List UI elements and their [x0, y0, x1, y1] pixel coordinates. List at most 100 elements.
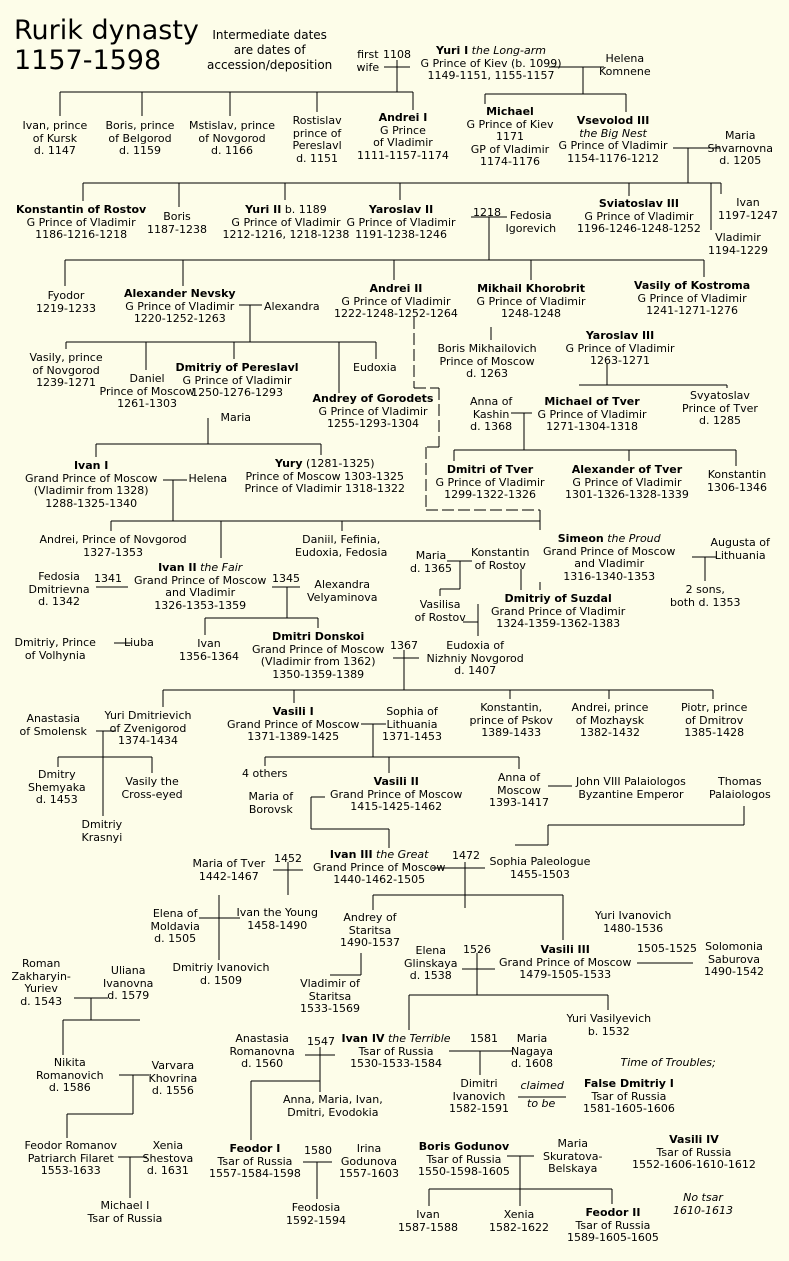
- person-anna-maria-ivan: Anna, Maria, Ivan,Dmitri, Evodokia: [283, 1093, 383, 1119]
- person-line: 1557-1584-1598: [209, 1167, 301, 1180]
- person-line: Moscow: [497, 783, 541, 797]
- person-line: Vasili IV: [669, 1133, 719, 1146]
- person-line: of Dmitrov: [685, 713, 744, 727]
- person-line: 1479-1505-1533: [519, 968, 612, 981]
- person-line: Grand Prince of Moscow: [25, 471, 158, 485]
- person-line: 4 others: [242, 767, 288, 780]
- person-line: Staritsa: [348, 923, 392, 937]
- person-line: G Prince of Vladimir: [182, 373, 292, 387]
- person-line: G Prince: [380, 123, 426, 137]
- person-line: Feodor Romanov: [24, 1139, 118, 1152]
- person-line: 1547: [307, 1035, 335, 1048]
- person-line: d. 1263: [466, 367, 509, 380]
- person-line: 1316-1340-1353: [563, 569, 656, 583]
- person-line: G Prince of Vladimir: [341, 294, 451, 308]
- person-line: Tsar of Russia: [656, 1145, 732, 1159]
- person-line: of Rostov: [414, 610, 466, 624]
- person-line: 1218: [473, 206, 501, 219]
- person-line: d. 1368: [470, 420, 513, 433]
- person-line: Piotr, prince: [681, 701, 748, 714]
- person-line: Dmitriy, Prince: [14, 636, 96, 649]
- person-line: Feodosia: [291, 1201, 341, 1214]
- person-line: Yaroslav III: [585, 329, 655, 342]
- person-line: Andrei I: [378, 111, 428, 124]
- person-line: Anastasia: [26, 712, 80, 725]
- person-helena-ivan1: Helena: [189, 472, 228, 486]
- person-line: 1553-1633: [40, 1164, 101, 1177]
- person-line: d. 1505: [154, 932, 197, 945]
- person-line: 1458-1490: [247, 918, 308, 932]
- person-line: 1393-1417: [489, 796, 549, 809]
- person-line: of Zvenigorod: [109, 721, 187, 735]
- person-line: Uliana: [110, 964, 146, 977]
- person-line: 1490-1537: [340, 936, 400, 949]
- person-line: G Prince of Vladimir: [346, 215, 456, 229]
- person-line: Michael of Tver: [544, 395, 640, 408]
- person-line: Ivan II the Fair: [158, 561, 243, 574]
- person-y1505-1525: 1505-1525: [637, 942, 697, 956]
- person-line: 1587-1588: [398, 1220, 458, 1234]
- person-line: (Vladimir from 1328): [33, 484, 149, 497]
- person-line: Shvarnovna: [707, 141, 773, 155]
- person-line: Ivan: [416, 1208, 440, 1221]
- person-yury: Yury (1281-1325)Prince of Moscow 1303-13…: [244, 457, 406, 496]
- person-line: d. 1543: [20, 994, 63, 1008]
- person-line: 1299-1322-1326: [444, 488, 536, 501]
- person-line: 1248-1248: [501, 307, 562, 320]
- person-line: 1472: [452, 849, 480, 862]
- person-line: G Prince of Vladimir: [231, 215, 341, 229]
- person-line: d. 1560: [241, 1057, 284, 1070]
- person-line: 1350-1359-1389: [272, 667, 365, 681]
- person-line: 1154-1176-1212: [567, 151, 659, 165]
- person-line: G Prince of Vladimir: [565, 341, 675, 355]
- person-line: prince of Pskov: [469, 713, 553, 727]
- person-line: Elena of: [152, 907, 198, 920]
- person-line: 1552-1606-1610-1612: [632, 1158, 756, 1171]
- person-line: 1197-1247: [718, 208, 778, 222]
- subtitle-note: Intermediate dates are dates of accessio…: [207, 28, 332, 73]
- person-line: of Vladimir: [373, 136, 433, 149]
- person-line: wife: [356, 60, 380, 74]
- person-line: Saburova: [708, 952, 760, 966]
- person-line: Eudoxia of: [446, 639, 504, 652]
- person-line: Nagaya: [511, 1044, 553, 1058]
- person-line: first: [357, 48, 379, 61]
- person-line: of Mozhaysk: [575, 713, 645, 727]
- person-line: Anastasia: [235, 1032, 289, 1045]
- person-line: 1557-1603: [339, 1167, 399, 1180]
- person-line: 1581-1605-1606: [583, 1102, 675, 1115]
- person-line: G Prince of Vladimir: [558, 139, 668, 152]
- person-to-be: to be: [527, 1097, 555, 1111]
- person-line: Yuri II b. 1189: [245, 203, 327, 216]
- person-line: Maria of: [248, 790, 294, 803]
- person-line: both d. 1353: [670, 595, 741, 609]
- person-line: 1271-1304-1318: [546, 420, 638, 433]
- person-line: Xenia: [152, 1139, 184, 1152]
- person-line: Solomonia: [705, 940, 763, 953]
- person-line: Maria: [724, 129, 756, 142]
- person-line: Prince of Vladimir 1318-1322: [244, 482, 406, 495]
- person-line: Zakharyin-: [11, 969, 71, 983]
- person-line: Dmitri Donskoi: [272, 630, 365, 643]
